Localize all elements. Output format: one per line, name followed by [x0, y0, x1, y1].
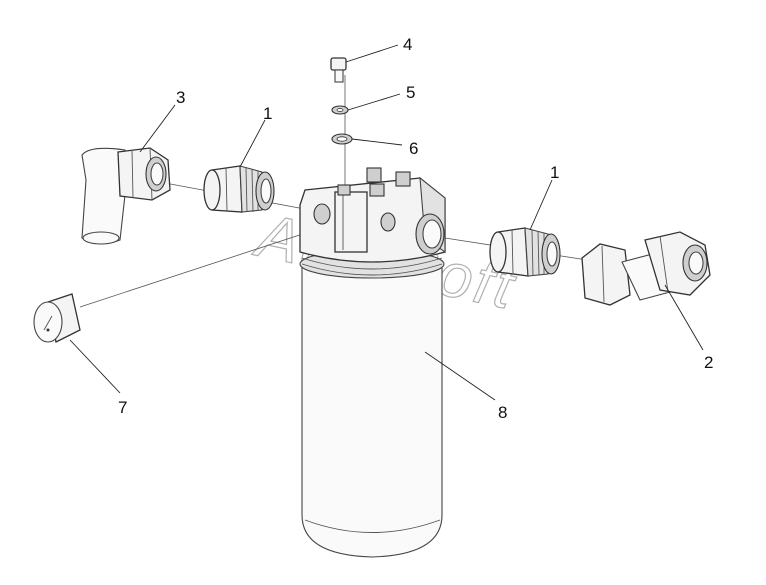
filter-canister [299, 249, 445, 558]
elbow-fitting-right [581, 231, 711, 306]
bolt [330, 57, 347, 83]
callout-1-left: 1 [263, 104, 272, 123]
filter-head [299, 167, 446, 263]
pressure-gauge [33, 293, 81, 343]
seal-ring [331, 133, 353, 145]
callout-labels: 4 5 6 3 1 1 2 7 8 [118, 35, 713, 422]
washer [331, 105, 349, 115]
leader-lines [69, 44, 704, 401]
callout-2: 2 [704, 353, 713, 372]
callout-5: 5 [406, 83, 415, 102]
adapter-right [489, 227, 561, 277]
callout-6: 6 [409, 139, 418, 158]
callout-1-right: 1 [550, 163, 559, 182]
elbow-fitting-left [81, 147, 171, 245]
adapter-left [203, 165, 275, 213]
callout-4: 4 [403, 35, 412, 54]
callout-3: 3 [176, 88, 185, 107]
callout-7: 7 [118, 398, 127, 417]
callout-8: 8 [498, 403, 507, 422]
